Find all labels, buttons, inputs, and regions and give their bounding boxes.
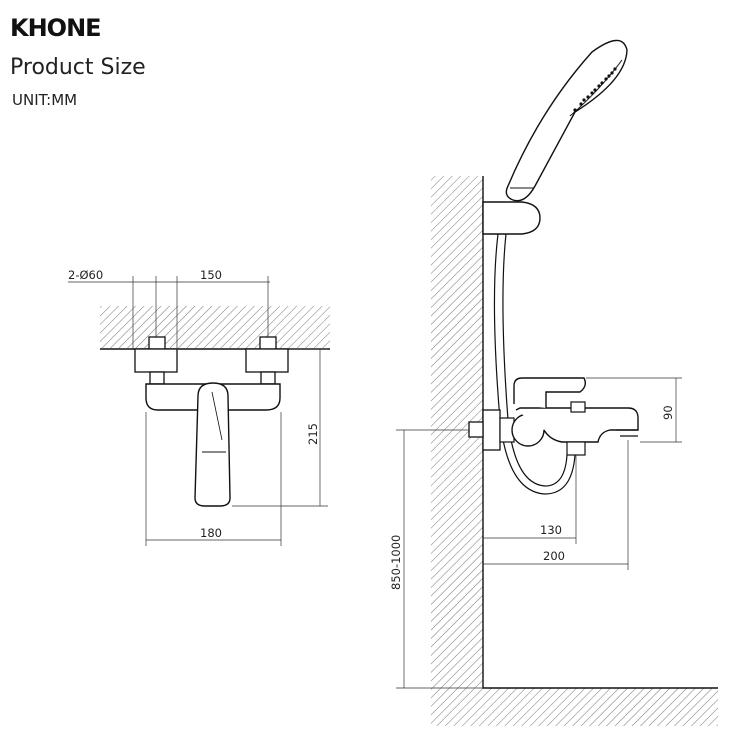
dim-width-label: 180 bbox=[200, 526, 222, 540]
lever-side bbox=[513, 377, 587, 408]
dim-spout-outer-label: 200 bbox=[543, 549, 565, 563]
dim-inlet-label: 2-Ø60 bbox=[68, 268, 103, 282]
shower-hose bbox=[493, 233, 576, 495]
dim-spacing-label: 150 bbox=[200, 268, 222, 282]
spout-side bbox=[515, 407, 639, 443]
front-wall-hatch bbox=[100, 306, 330, 348]
left-connector bbox=[134, 336, 178, 385]
hand-shower-icon bbox=[505, 39, 628, 202]
wall-connector bbox=[468, 421, 484, 438]
mixer-handle-front bbox=[194, 382, 231, 507]
dim-body-height-label: 90 bbox=[661, 405, 675, 420]
wall-flange bbox=[482, 409, 501, 451]
diverter-knob bbox=[570, 401, 586, 413]
side-view: 90 130 200 850-1000 bbox=[389, 39, 718, 726]
dim-height-label: 215 bbox=[306, 423, 320, 445]
right-connector bbox=[245, 336, 289, 385]
page-title: Product Size bbox=[10, 55, 146, 80]
brand-logo: KHONE bbox=[10, 14, 102, 42]
dim-spout-inner-label: 130 bbox=[540, 523, 562, 537]
dim-install-height-label: 850-1000 bbox=[389, 535, 403, 590]
floor-hatch bbox=[431, 688, 718, 726]
shower-holder bbox=[482, 201, 541, 235]
unit-label: UNIT:MM bbox=[12, 91, 78, 109]
hose-outlet bbox=[566, 441, 586, 456]
front-view: 2-Ø60 150 215 180 bbox=[68, 268, 330, 546]
